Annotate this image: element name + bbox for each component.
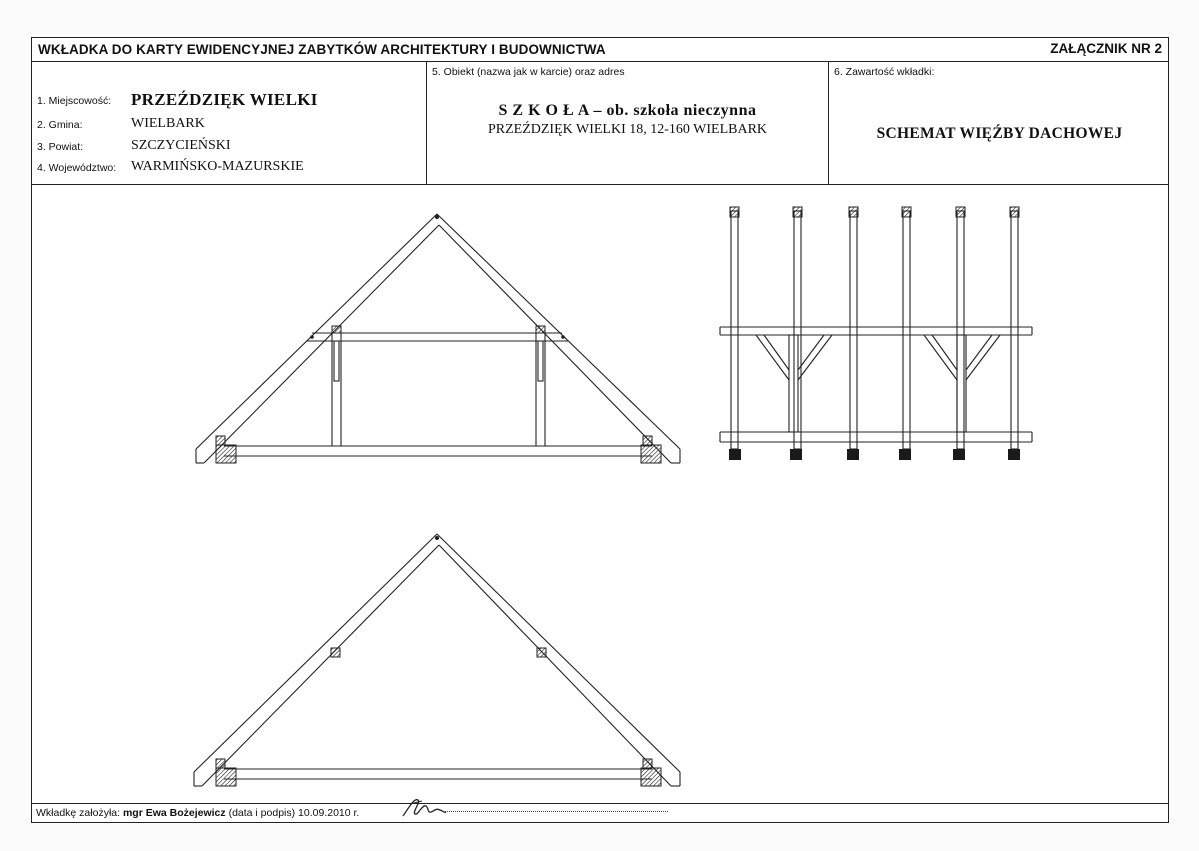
county-label: 3. Powiat: bbox=[37, 141, 84, 153]
commune-label: 2. Gmina: bbox=[37, 119, 83, 131]
object-section: 5. Obiekt (nazwa jak w karcie) oraz adre… bbox=[427, 62, 829, 184]
truss-longitudinal-section bbox=[719, 210, 1033, 450]
county-value: SZCZYCIEŃSKI bbox=[131, 138, 231, 153]
footer-date: 10.09.2010 r. bbox=[298, 807, 360, 819]
truss-1-purlins bbox=[215, 215, 662, 464]
contents-section: 6. Zawartość wkładki: SCHEMAT WIĘŹBY DAC… bbox=[829, 62, 1170, 184]
info-row: 1. Miejscowość: PRZEŹDZIĘK WIELKI 2. Gmi… bbox=[32, 62, 1168, 185]
document-sheet: WKŁADKA DO KARTY EWIDENCYJNEJ ZABYTKÓW A… bbox=[31, 37, 1169, 823]
object-name: S Z K O Ł A – ob. szkoła nieczynna bbox=[498, 102, 757, 119]
roof-truss-drawing bbox=[193, 206, 1033, 787]
footer-prefix: Wkładkę założyła: bbox=[36, 807, 121, 819]
voivodeship-label: 4. Województwo: bbox=[37, 162, 117, 174]
attachment-number: ZAŁĄCZNIK NR 2 bbox=[1050, 41, 1162, 56]
commune-value: WIELBARK bbox=[131, 116, 205, 131]
object-label: 5. Obiekt (nazwa jak w karcie) oraz adre… bbox=[432, 66, 625, 78]
voivodeship-value: WARMIŃSKO-MAZURSKIE bbox=[131, 159, 304, 174]
locality-label: 1. Miejscowość: bbox=[37, 95, 112, 107]
footer: Wkładkę założyła: mgr Ewa Bożejewicz (da… bbox=[32, 799, 1168, 822]
truss-2-purlins bbox=[215, 536, 662, 787]
signature-line bbox=[442, 811, 668, 812]
longitudinal-wall-plates bbox=[729, 449, 1020, 460]
longitudinal-rafter-tops bbox=[729, 206, 1020, 218]
handwritten-signature bbox=[402, 799, 447, 817]
locality-value: PRZEŹDZIĘK WIELKI bbox=[131, 90, 318, 109]
contents-value: SCHEMAT WIĘŹBY DACHOWEJ bbox=[876, 125, 1123, 142]
document-title: WKŁADKA DO KARTY EWIDENCYJNEJ ZABYTKÓW A… bbox=[38, 42, 606, 57]
truss-cross-section-2 bbox=[193, 533, 681, 787]
footer-note: (data i podpis) bbox=[228, 807, 296, 819]
footer-author: mgr Ewa Bożejewicz bbox=[122, 807, 226, 819]
footer-text: Wkładkę założyła: mgr Ewa Bożejewicz (da… bbox=[36, 807, 359, 819]
object-address: PRZEŹDZIĘK WIELKI 18, 12-160 WIELBARK bbox=[487, 122, 768, 137]
title-row: WKŁADKA DO KARTY EWIDENCYJNEJ ZABYTKÓW A… bbox=[32, 38, 1168, 62]
truss-cross-section-1 bbox=[195, 213, 681, 464]
contents-label: 6. Zawartość wkładki: bbox=[834, 66, 935, 78]
location-section: 1. Miejscowość: PRZEŹDZIĘK WIELKI 2. Gmi… bbox=[32, 62, 427, 184]
